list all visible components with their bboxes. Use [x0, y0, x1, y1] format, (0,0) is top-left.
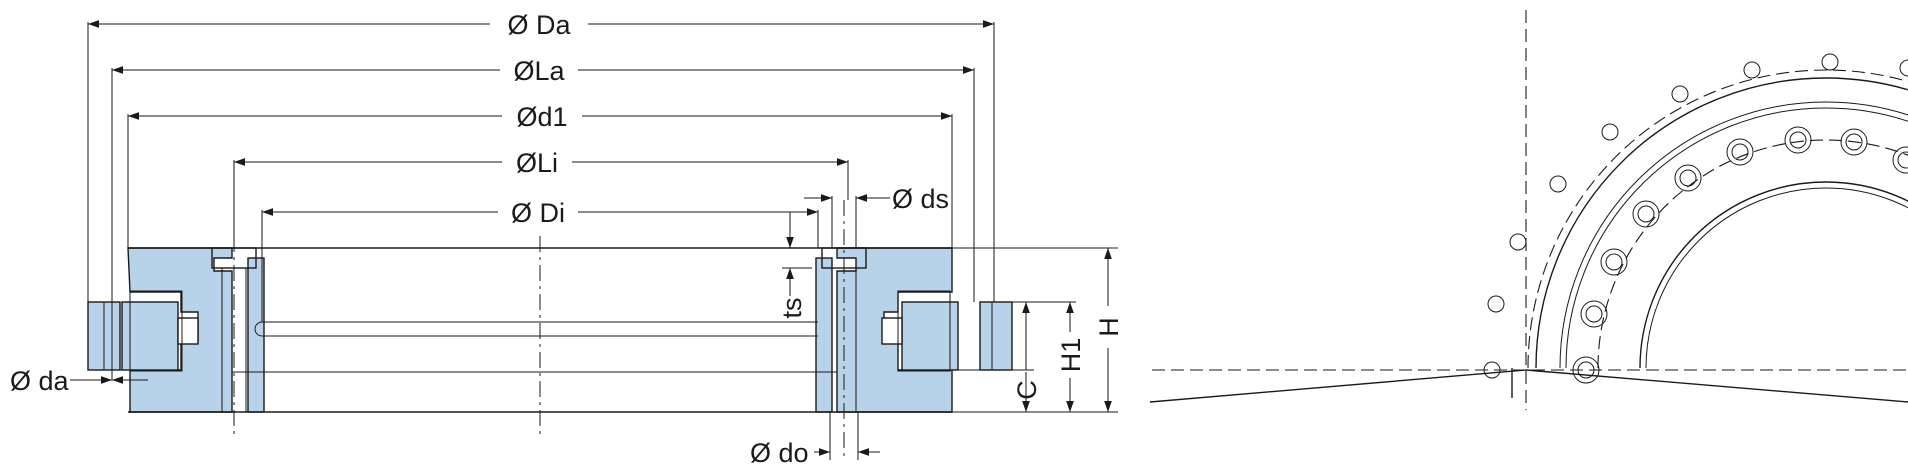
dimension-lines [70, 20, 1118, 460]
inner-bolt-holes [1572, 126, 1908, 384]
cage-right [897, 290, 951, 372]
front-view [1149, 10, 1908, 410]
label-la: ØLa [513, 56, 565, 86]
axial-roller-right [901, 301, 959, 371]
axial-roller-left [121, 301, 179, 371]
outer-bolt-holes [1483, 53, 1908, 379]
label-h: H [1094, 317, 1124, 337]
label-ts: ts [777, 297, 807, 318]
label-do: Ø do [750, 438, 809, 468]
label-d1: Ød1 [516, 102, 567, 132]
label-c: C [1012, 380, 1042, 400]
seal-strip-right [815, 257, 833, 413]
label-li: ØLi [516, 148, 558, 178]
label-da-outer: Ø Da [507, 10, 571, 40]
label-ds: Ø ds [892, 184, 949, 214]
section-fill [87, 247, 1013, 413]
label-h1: H1 [1056, 338, 1086, 373]
radial-roller-right [881, 317, 903, 345]
cage-left [129, 290, 183, 372]
label-da-inner: Ø da [10, 366, 70, 396]
radial-roller-left [177, 317, 199, 345]
outer-ring-right-section [979, 301, 1013, 371]
label-di: Ø Di [511, 198, 565, 228]
section-view [87, 200, 1013, 456]
